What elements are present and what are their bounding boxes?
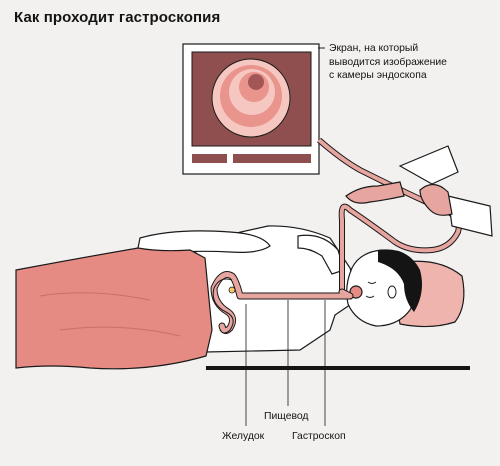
patient-hair [378, 249, 422, 312]
monitor-ring-5 [248, 74, 264, 90]
blanket [15, 247, 213, 370]
endoscope-cable-fill [317, 138, 461, 290]
patient-eye-2 [365, 295, 375, 298]
stomach-camera-tip [228, 286, 236, 294]
blanket-fold [39, 292, 151, 301]
doctor-hand [345, 181, 405, 204]
doctor-sleeve [398, 145, 459, 185]
esophagus-tube-fill [211, 272, 353, 334]
label-stomach: Желудок [222, 431, 265, 442]
patient-raised-arm [297, 234, 345, 275]
monitor-button-right [233, 154, 311, 163]
patient-torso [194, 225, 361, 353]
page-title: Как проходит гастроскопия [14, 9, 221, 26]
screen-callout: Экран, на который выводится изображение … [329, 42, 489, 83]
patient-eye [367, 281, 377, 284]
label-esophagus: Пищевод [264, 411, 309, 422]
callout-line-2: выводится изображение [329, 56, 447, 68]
doctor-sleeve-2 [447, 195, 493, 237]
stomach-shape [212, 278, 234, 334]
label-gastroscope: Гастроскоп [292, 431, 346, 442]
patient-ear [387, 285, 397, 299]
blanket-fold-2 [59, 326, 181, 337]
callout-line-3: с камеры эндоскопа [329, 70, 427, 82]
doctor-hand-2 [419, 183, 453, 216]
monitor-button-left [192, 154, 227, 163]
callout-line-1: Экран, на который [329, 43, 419, 54]
